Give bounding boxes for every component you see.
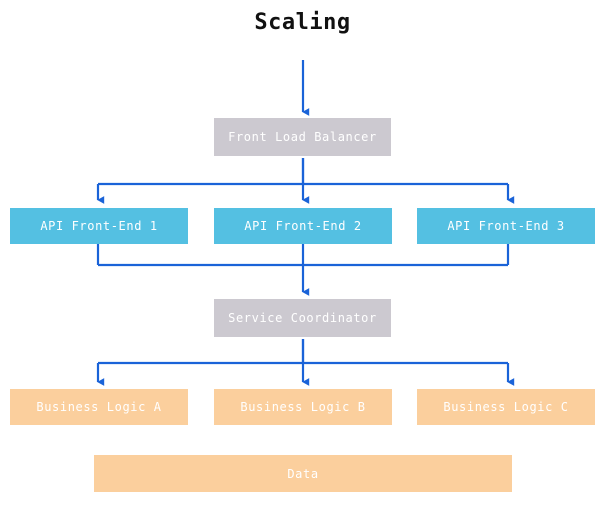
node-front-load-balancer[interactable]: Front Load Balancer <box>214 118 391 156</box>
node-business-logic-b[interactable]: Business Logic B <box>214 389 392 425</box>
node-business-logic-a[interactable]: Business Logic A <box>10 389 188 425</box>
node-api-front-end-2-label: API Front-End 2 <box>244 219 362 233</box>
diagram-title: Scaling <box>254 10 351 35</box>
node-business-logic-a-label: Business Logic A <box>36 400 162 414</box>
node-api-front-end-1-label: API Front-End 1 <box>40 219 158 233</box>
node-api-front-end-1[interactable]: API Front-End 1 <box>10 208 188 244</box>
node-api-front-end-2[interactable]: API Front-End 2 <box>214 208 392 244</box>
node-data-label: Data <box>287 466 319 481</box>
node-service-coordinator[interactable]: Service Coordinator <box>214 299 391 337</box>
node-front-load-balancer-label: Front Load Balancer <box>228 130 377 144</box>
node-business-logic-c-label: Business Logic C <box>443 400 569 414</box>
node-api-front-end-3[interactable]: API Front-End 3 <box>417 208 595 244</box>
node-api-front-end-3-label: API Front-End 3 <box>447 219 565 233</box>
node-business-logic-b-label: Business Logic B <box>240 400 366 414</box>
node-service-coordinator-label: Service Coordinator <box>228 311 377 325</box>
node-business-logic-c[interactable]: Business Logic C <box>417 389 595 425</box>
node-data[interactable]: Data <box>94 455 512 492</box>
